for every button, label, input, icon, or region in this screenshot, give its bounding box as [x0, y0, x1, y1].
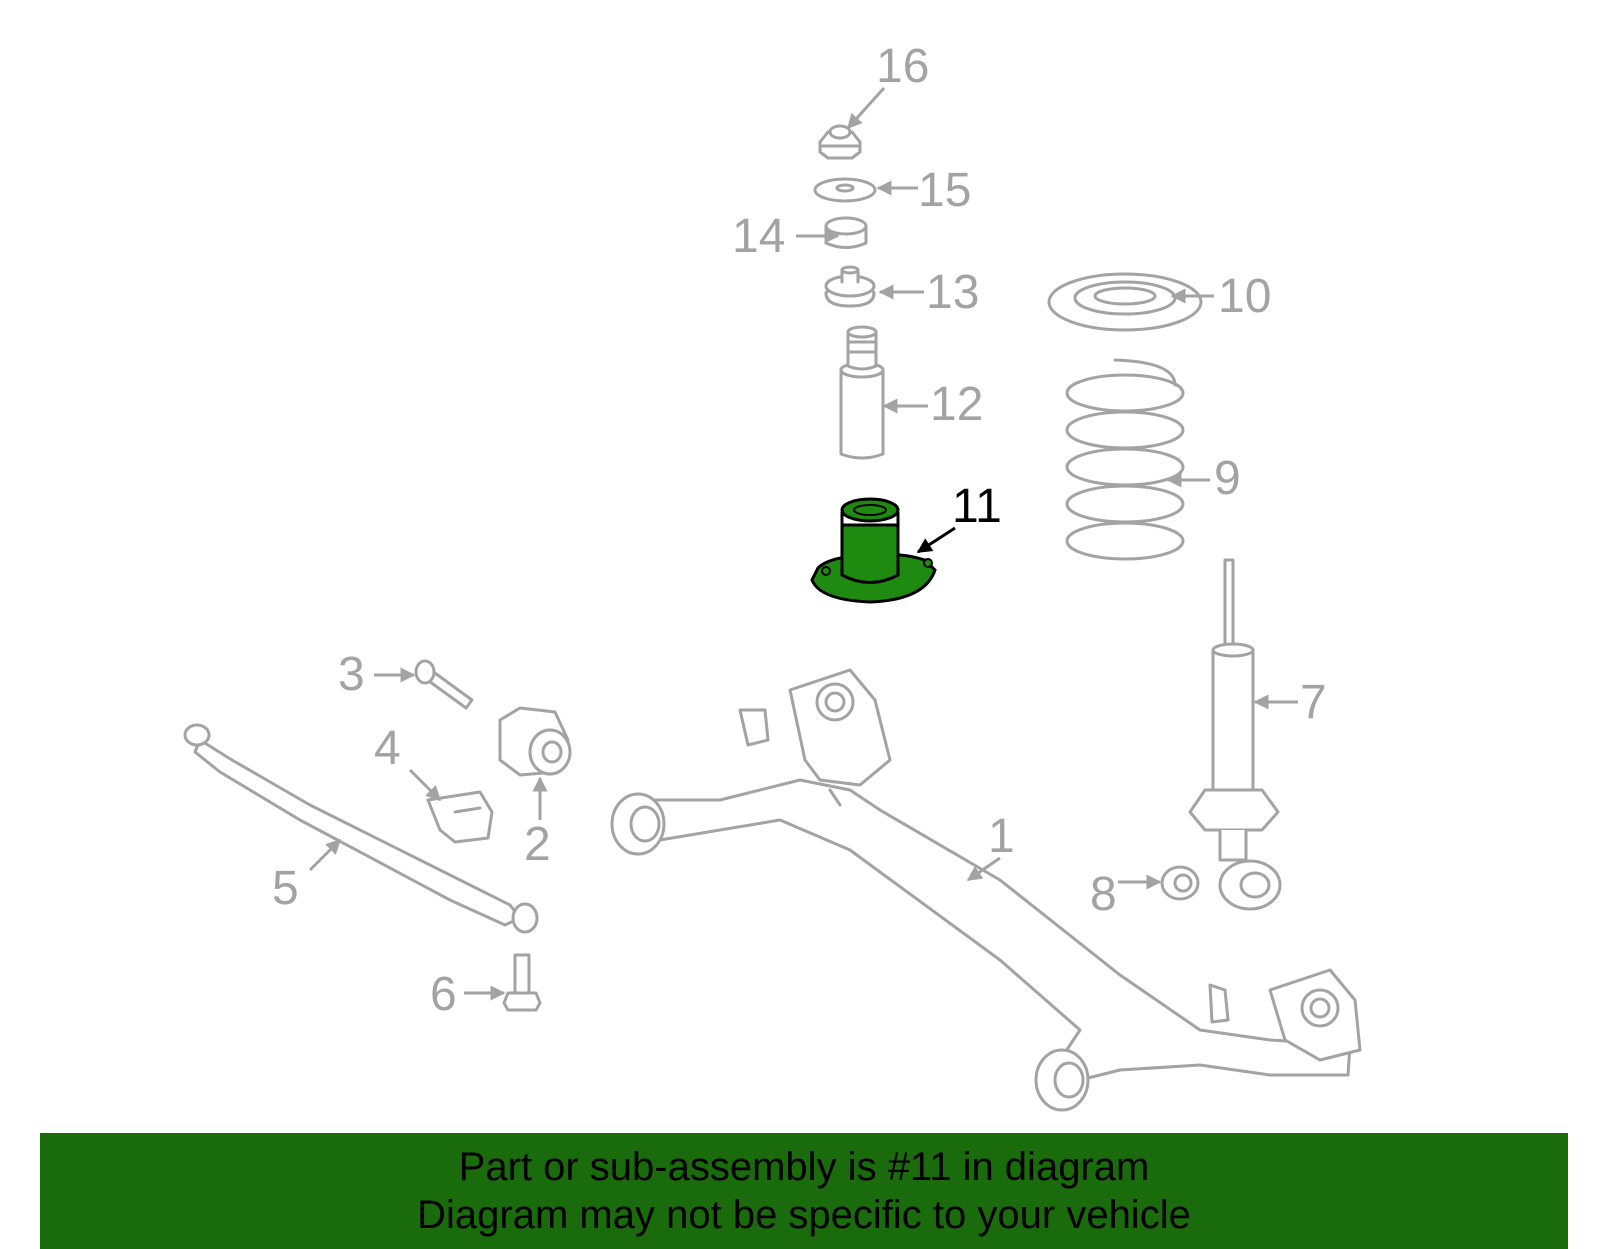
callout-7: 7: [1300, 676, 1327, 729]
callout-8: 8: [1090, 868, 1117, 921]
callout-5: 5: [272, 862, 299, 915]
info-banner: Part or sub-assembly is #11 in diagram D…: [40, 1133, 1568, 1249]
part-5-lateral-rod[interactable]: [183, 723, 539, 934]
part-9-coil-spring[interactable]: [1065, 358, 1185, 561]
part-10-spring-seat[interactable]: [1047, 272, 1203, 332]
callout-11: 11: [952, 480, 1002, 533]
callout-14: 14: [732, 210, 785, 263]
callout-12: 12: [930, 378, 983, 431]
callout-13: 13: [926, 266, 979, 319]
part-2-bushing[interactable]: [498, 706, 572, 777]
part-3-bolt[interactable]: [414, 659, 474, 710]
callout-10: 10: [1218, 270, 1271, 323]
callout-4: 4: [374, 722, 401, 775]
leader-lines: [308, 86, 1298, 1001]
callout-labels: 16 15 14 13 12 11 10 9 7 8 1 3 4 2 5 6: [272, 40, 1327, 1021]
callout-9: 9: [1214, 452, 1241, 505]
part-13-upper-support[interactable]: [824, 265, 876, 308]
callout-3: 3: [338, 648, 365, 701]
part-14-cushion[interactable]: [824, 216, 868, 249]
part-12-bump-stop[interactable]: [839, 325, 885, 460]
part-8-bushing[interactable]: [1160, 865, 1200, 901]
part-16-nut[interactable]: [818, 124, 862, 160]
part-11-strut-mount[interactable]: [810, 497, 937, 604]
part-4-bracket[interactable]: [426, 790, 494, 844]
part-15-washer[interactable]: [813, 177, 877, 203]
callout-1: 1: [988, 810, 1015, 863]
banner-line-2: Diagram may not be specific to your vehi…: [417, 1193, 1191, 1237]
callout-15: 15: [918, 164, 971, 217]
part-1-axle-beam[interactable]: [610, 668, 1362, 1112]
callout-16: 16: [876, 40, 929, 93]
part-6-bolt[interactable]: [502, 953, 542, 1012]
callout-2: 2: [524, 818, 551, 871]
banner-line-1: Part or sub-assembly is #11 in diagram: [458, 1145, 1150, 1189]
parts-diagram: 16 15 14 13 12 11 10 9 7 8 1 3 4 2 5 6: [183, 40, 1362, 1112]
part-7-shock-absorber[interactable]: [1188, 558, 1282, 911]
callout-6: 6: [430, 968, 457, 1021]
